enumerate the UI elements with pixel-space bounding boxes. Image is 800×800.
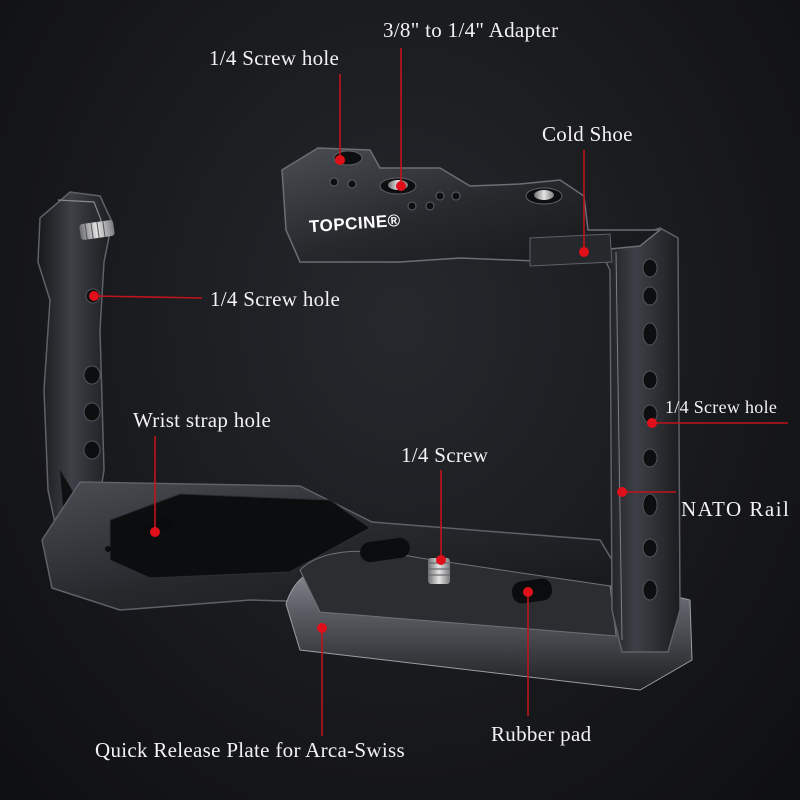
top-handle-bar [281, 147, 663, 267]
quick-release-plate [285, 537, 693, 691]
callout-dot-nato-rail [617, 487, 627, 497]
label-cold-shoe: Cold Shoe [542, 122, 633, 146]
callout-dot-adapter [396, 181, 406, 191]
callout-dot-cold-shoe [579, 247, 589, 257]
callout-line-side-screw-hole [93, 295, 203, 299]
callout-dot-quick-release [317, 623, 327, 633]
label-side-screw-hole: 1/4 Screw hole [210, 287, 341, 311]
label-quick-release: Quick Release Plate for Arca-Swiss [95, 738, 405, 762]
label-screw: 1/4 Screw [401, 443, 489, 467]
label-adapter: 3/8" to 1/4" Adapter [383, 18, 559, 42]
callout-dot-wrist-strap [150, 527, 160, 537]
label-nato-rail: NATO Rail [681, 497, 791, 521]
side-handle-screw [79, 220, 115, 240]
label-rubber-pad: Rubber pad [491, 722, 592, 746]
callout-dot-screw [436, 555, 446, 565]
callout-dot-right-screw-hole [647, 418, 657, 428]
callout-dot-side-screw-hole [89, 291, 99, 301]
callout-dot-rubber-pad [523, 587, 533, 597]
label-right-screw-hole: 1/4 Screw hole [665, 397, 778, 417]
nato-rail-upright [598, 227, 681, 653]
callout-dot-top-screw-hole [335, 155, 345, 165]
label-top-screw-hole: 1/4 Screw hole [209, 46, 340, 70]
label-wrist-strap: Wrist strap hole [133, 408, 272, 432]
side-handle-plate [37, 191, 113, 531]
